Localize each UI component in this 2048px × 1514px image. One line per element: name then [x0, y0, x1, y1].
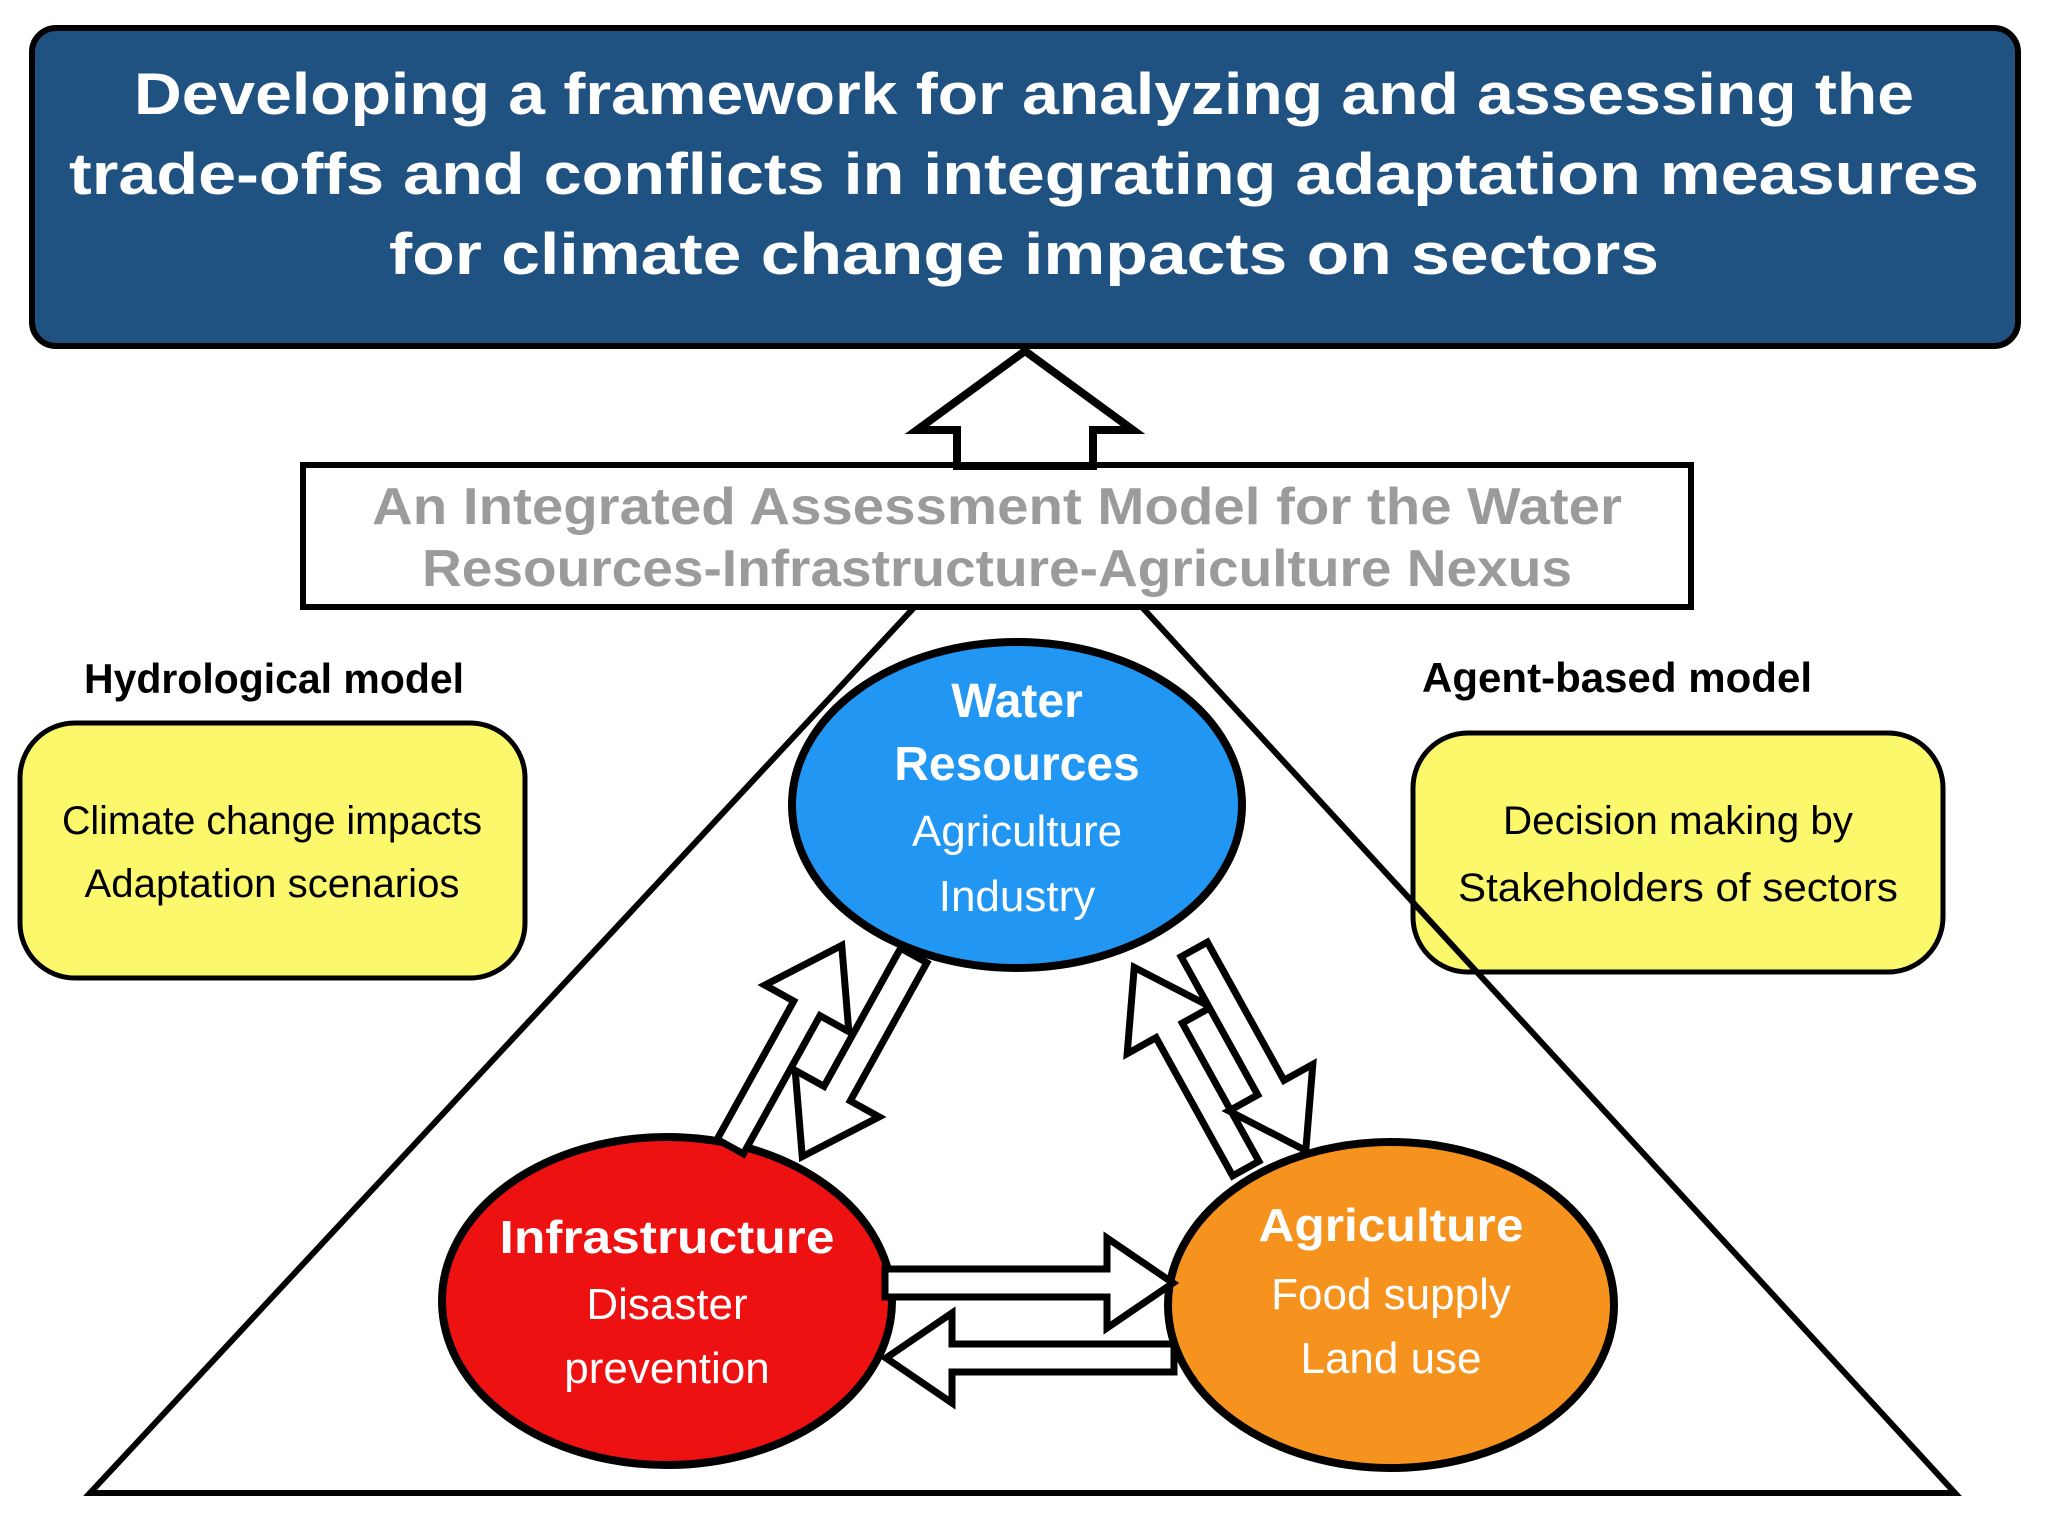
title-line-1: Developing a framework for analyzing and…	[134, 62, 1914, 127]
title-line-3: for climate change impacts on sectors	[389, 222, 1659, 287]
title-box	[29, 25, 2021, 349]
model-box	[300, 462, 1694, 610]
water-resources-sub-1: Agriculture	[912, 807, 1122, 856]
hydrological-inputs-box	[17, 720, 528, 981]
arrow-infrastructure-to-agriculture-icon	[885, 1238, 1173, 1328]
agriculture-node	[1164, 1138, 1618, 1472]
water-resources-title-2: Resources	[894, 738, 1139, 791]
agent-inputs-line-1: Decision making by	[1503, 799, 1853, 843]
model-box-line-2: Resources-Infrastructure-Agriculture Nex…	[422, 540, 1572, 598]
agent-based-model-label: Agent-based model	[1422, 654, 1812, 701]
hydrological-model-label: Hydrological model	[84, 655, 464, 702]
hydrological-inputs-line-1: Climate change impacts	[62, 799, 482, 843]
infrastructure-sub-2: prevention	[564, 1344, 769, 1393]
arrow-agriculture-to-infrastructure-icon	[886, 1313, 1174, 1403]
water-resources-title-1: Water	[951, 675, 1083, 728]
nexus-triangle	[83, 479, 1962, 1496]
infrastructure-title: Infrastructure	[500, 1211, 835, 1263]
infrastructure-sub-1: Disaster	[586, 1280, 747, 1329]
infrastructure-node	[438, 1133, 896, 1469]
agriculture-sub-1: Food supply	[1271, 1270, 1511, 1319]
title-line-2: trade-offs and conflicts in integrating …	[69, 142, 1979, 207]
up-arrow	[904, 346, 1146, 470]
water-resources-node	[788, 638, 1246, 972]
agent-inputs-line-2: Stakeholders of sectors	[1458, 866, 1898, 910]
water-resources-sub-2: Industry	[939, 872, 1096, 921]
model-box-line-1: An Integrated Assessment Model for the W…	[372, 478, 1622, 536]
hydrological-inputs-line-2: Adaptation scenarios	[85, 862, 460, 906]
agriculture-sub-2: Land use	[1300, 1334, 1481, 1383]
agent-inputs-box	[1410, 730, 1946, 975]
agriculture-title: Agriculture	[1259, 1199, 1524, 1251]
